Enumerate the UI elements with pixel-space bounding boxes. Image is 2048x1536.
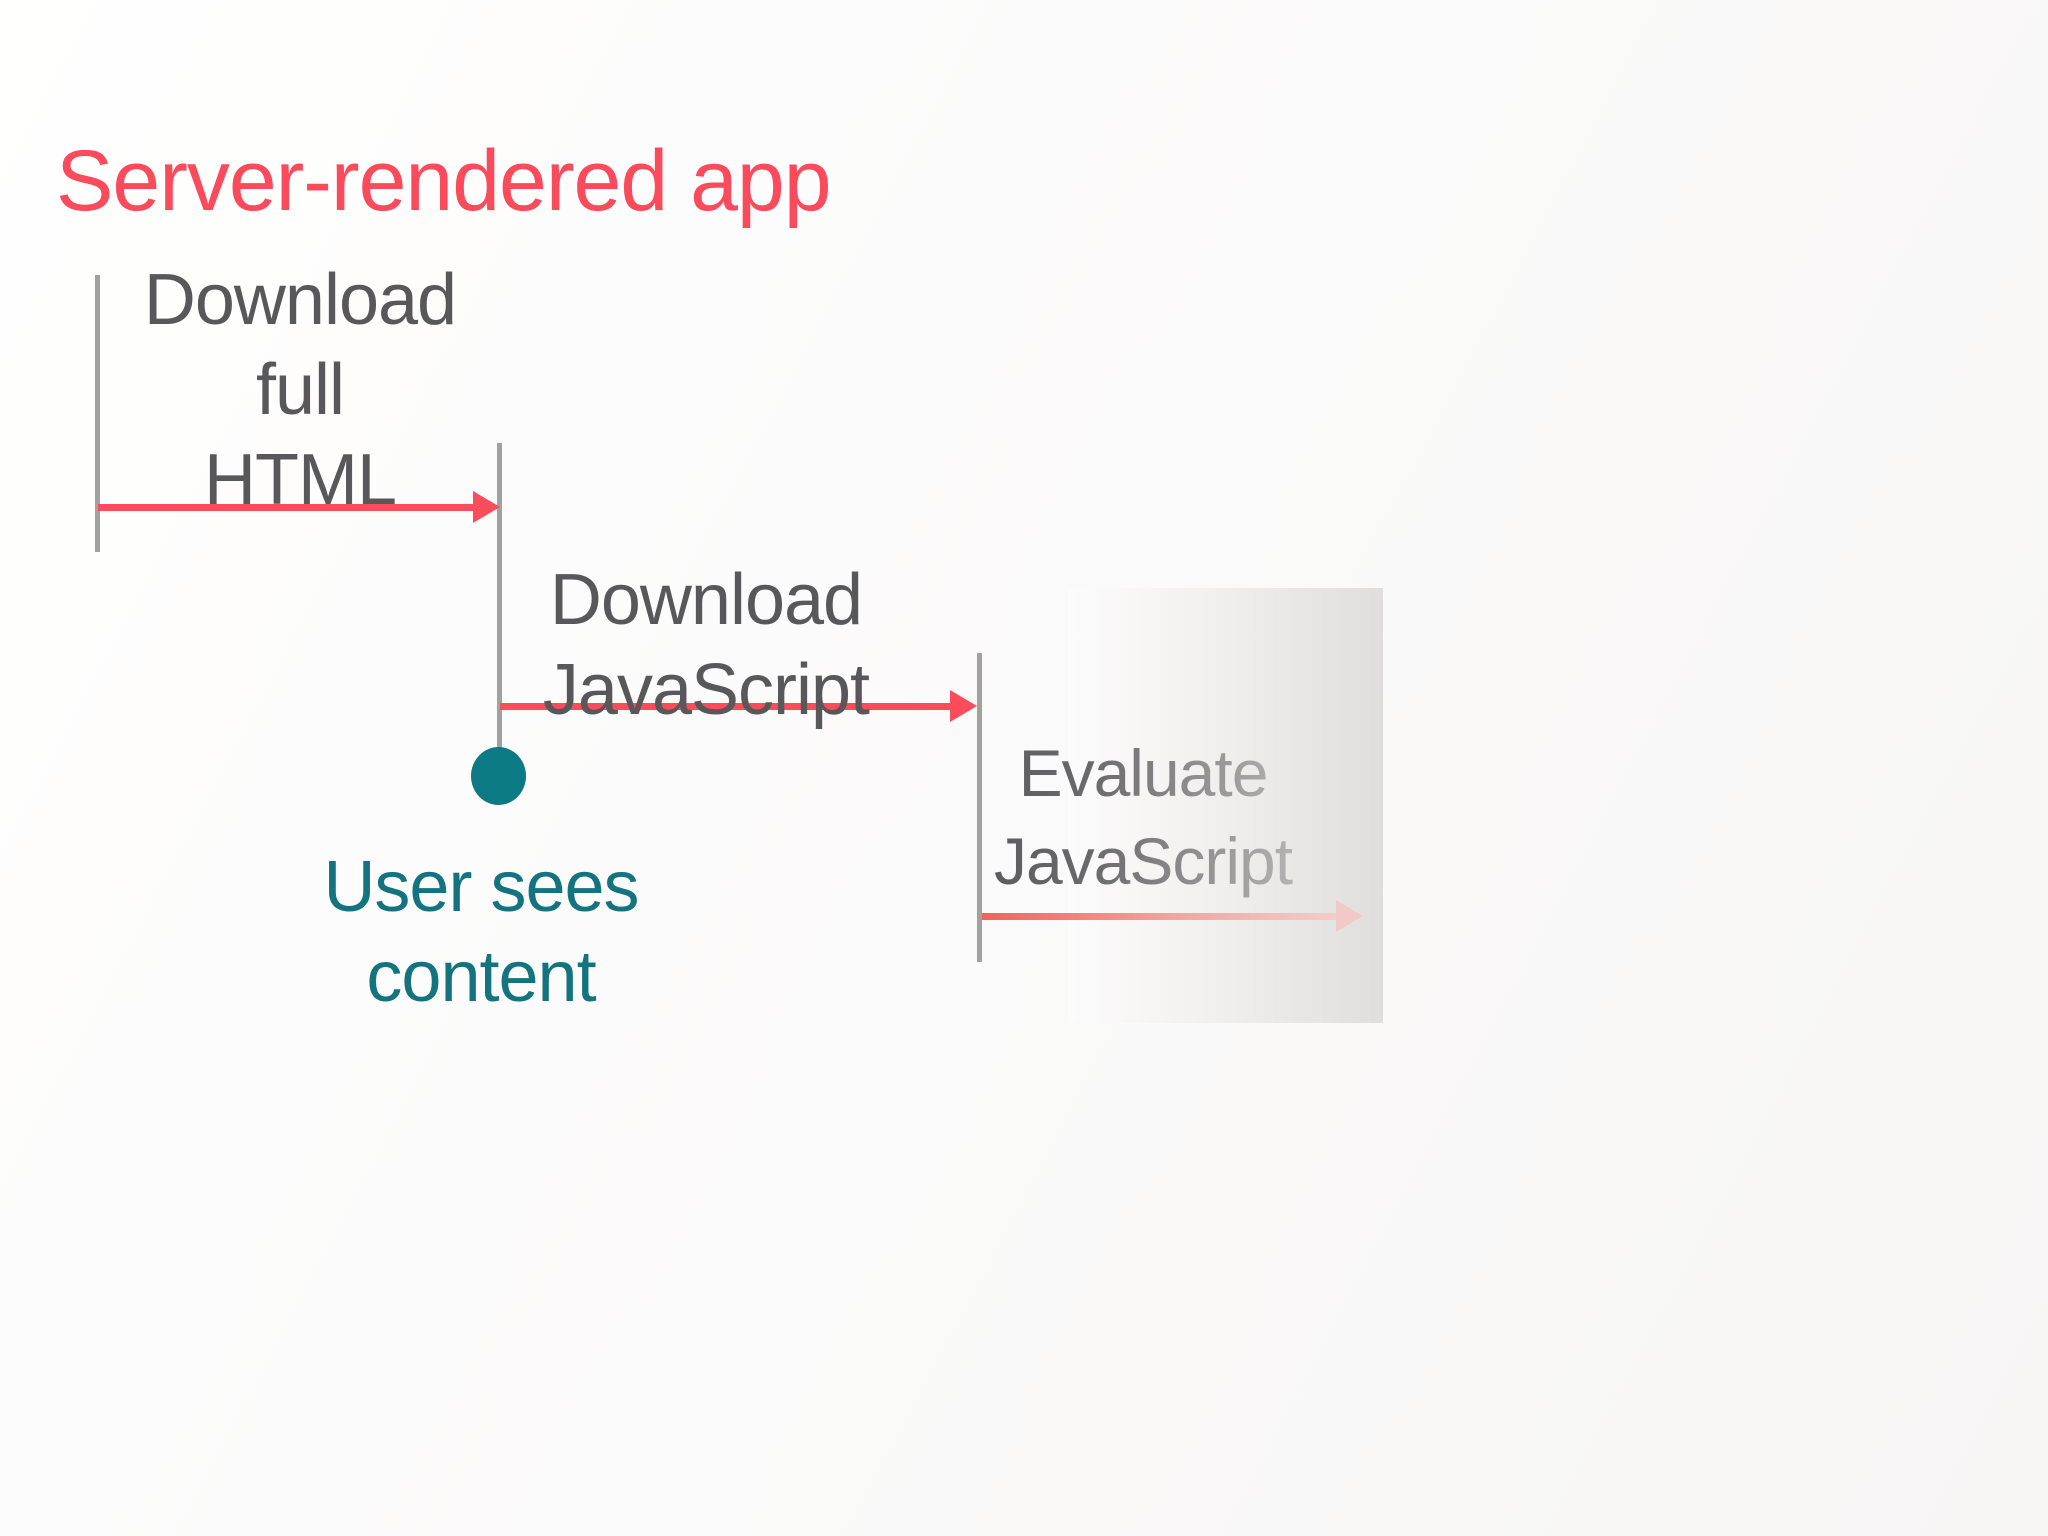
user-sees-content-marker bbox=[471, 747, 526, 805]
arrow-download-javascript bbox=[500, 690, 977, 722]
lifeline-3 bbox=[977, 653, 982, 962]
arrow-shaft bbox=[500, 702, 950, 710]
arrow-shaft bbox=[982, 912, 1336, 920]
arrow-download-full-html bbox=[98, 491, 500, 523]
arrowhead-icon bbox=[1336, 900, 1363, 932]
arrow-shaft bbox=[98, 503, 473, 511]
arrowhead-icon bbox=[473, 491, 500, 523]
label-user-sees-content: User sees content bbox=[323, 847, 639, 1017]
label-evaluate-javascript: Evaluate JavaScript bbox=[943, 729, 1343, 905]
lifeline-2 bbox=[497, 443, 502, 748]
lifeline-1 bbox=[95, 275, 100, 552]
label-download-javascript: Download JavaScript bbox=[542, 560, 870, 730]
arrowhead-icon bbox=[950, 690, 977, 722]
arrow-evaluate-javascript bbox=[982, 900, 1363, 932]
label-download-full-html: Download full HTML bbox=[143, 260, 457, 520]
slide-title: Server-rendered app bbox=[56, 132, 832, 229]
fade-out-panel bbox=[1068, 588, 1383, 1023]
